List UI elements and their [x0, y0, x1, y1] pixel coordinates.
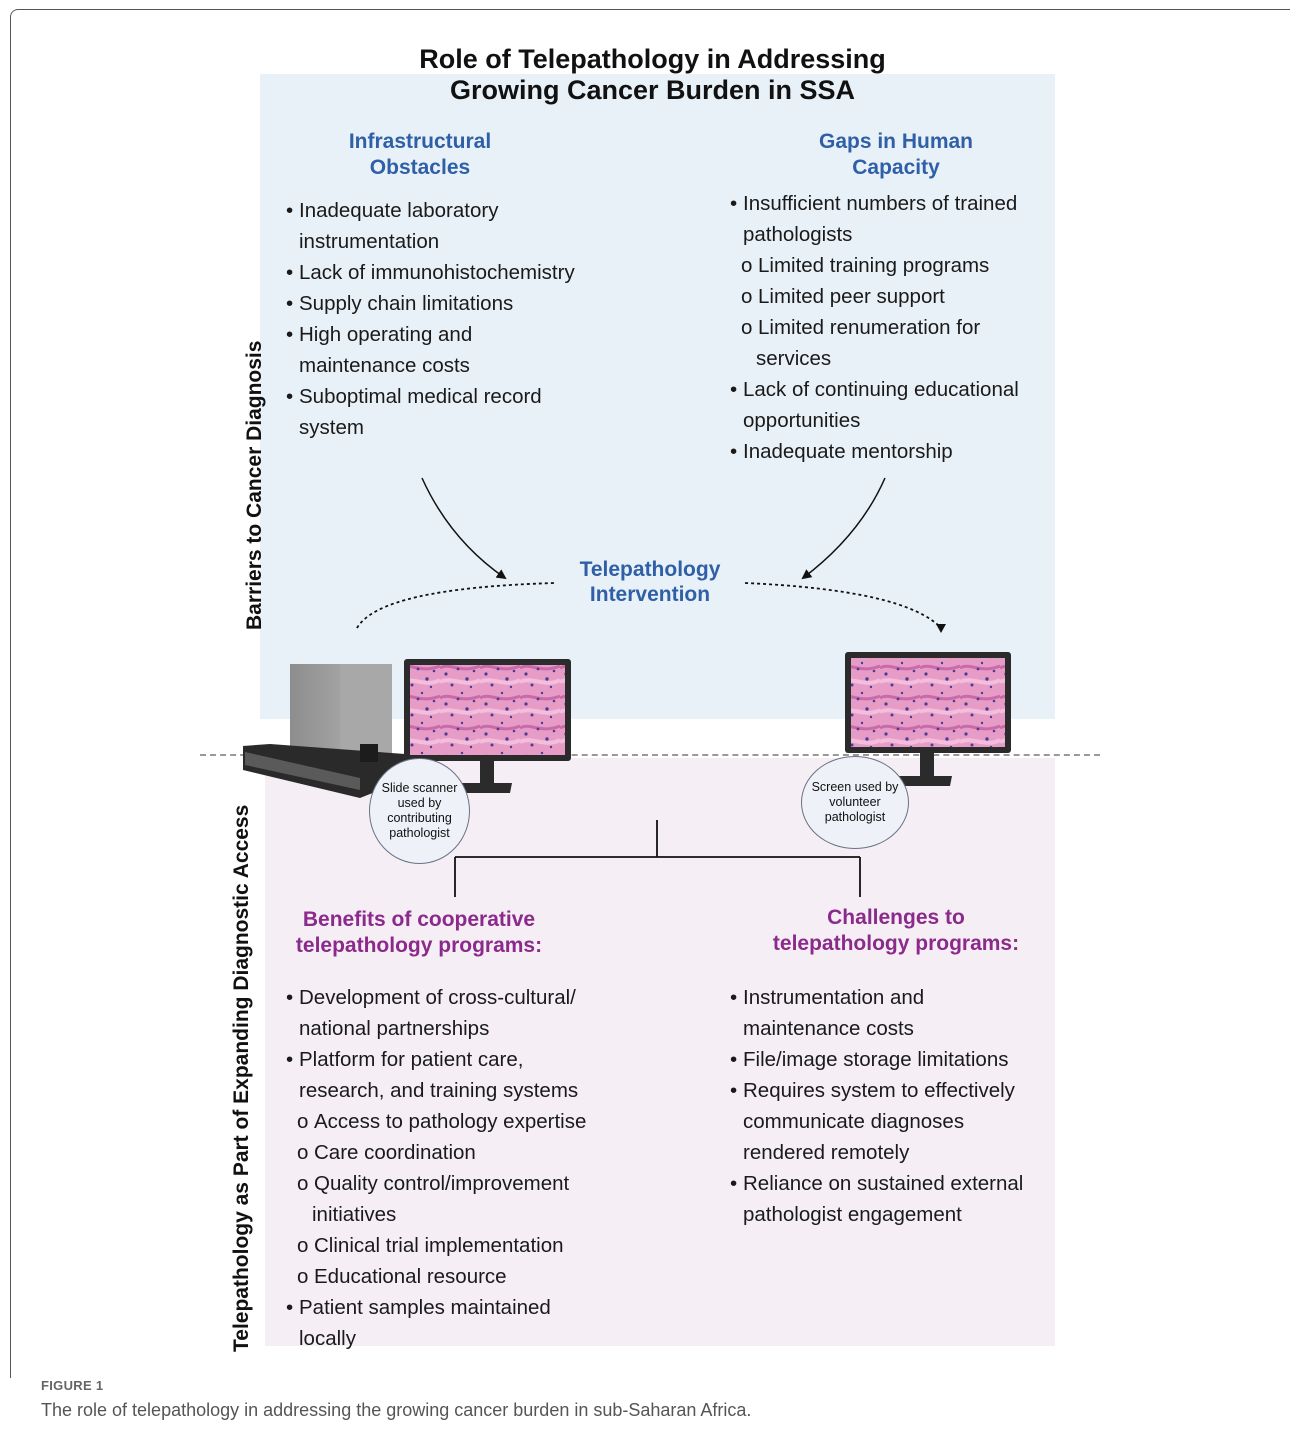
- list-item: High operating and maintenance costs: [286, 319, 499, 381]
- list-item: Insufficient numbers of trained patholog…: [730, 188, 1045, 250]
- list-item: Supply chain limitations: [286, 288, 586, 319]
- list-item: Lack of continuing educational opportuni…: [730, 374, 1045, 436]
- sub-item-text: Clinical trial implementation: [314, 1234, 564, 1257]
- sub-item-text: Care coordination: [314, 1141, 476, 1164]
- human-capacity-heading: Gaps in Human Capacity: [776, 129, 1016, 181]
- sub-item-text: Limited training programs: [758, 254, 990, 277]
- title-line-1: Role of Telepathology in Addressing: [419, 44, 886, 74]
- list-item: Patient samples maintained locally: [286, 1292, 584, 1354]
- obstacles-arrow: [421, 477, 507, 580]
- list-item: Platform for patient care, research, and…: [286, 1044, 599, 1106]
- sub-item-text: Limited peer support: [758, 285, 945, 308]
- figure-title: Role of Telepathology in Addressing Grow…: [330, 44, 975, 106]
- human-capacity-heading-line-2: Capacity: [852, 156, 940, 179]
- screen-caption-bubble: Screen used by volunteer pathologist: [801, 756, 909, 849]
- contributing-monitor-icon: [404, 659, 571, 793]
- branch-connector: [454, 820, 861, 897]
- sub-item-text: Access to pathology expertise: [314, 1110, 587, 1133]
- figure-caption: The role of telepathology in addressing …: [41, 1400, 752, 1420]
- list-item: Reliance on sustained external pathologi…: [730, 1168, 1048, 1230]
- section-divider: [200, 754, 1100, 756]
- intervention-line-1: Telepathology: [579, 558, 721, 581]
- intervention-line-2: Intervention: [589, 583, 711, 606]
- benefits-heading-line-1: Benefits of cooperative: [302, 908, 536, 931]
- list-item: Requires system to effectively communica…: [730, 1075, 1043, 1168]
- slide-scanner-icon: [243, 664, 405, 798]
- intervention-label: Telepathology Intervention: [555, 557, 745, 607]
- infrastructural-heading: Infrastructural Obstacles: [300, 129, 540, 181]
- challenges-heading: Challenges to telepathology programs:: [757, 905, 1035, 957]
- list-item: Inadequate laboratory instrumentation: [286, 195, 586, 257]
- challenges-heading-line-2: telepathology programs:: [772, 932, 1020, 955]
- figure-frame: [10, 9, 1290, 1378]
- list-item: Lack of immunohistochemistry: [286, 257, 586, 288]
- sub-item-text: Educational resource: [314, 1265, 507, 1288]
- list-item: Development of cross-cultural/ national …: [286, 982, 609, 1044]
- benefits-list: Development of cross-cultural/ national …: [286, 982, 606, 1354]
- infrastructural-list: Inadequate laboratory instrumentation La…: [286, 195, 586, 443]
- infrastructural-heading-line-1: Infrastructural: [348, 130, 492, 153]
- benefits-heading: Benefits of cooperative telepathology pr…: [280, 907, 558, 959]
- figure-label: FIGURE 1: [41, 1378, 104, 1393]
- challenges-list: Instrumentation and maintenance costs Fi…: [730, 982, 1040, 1230]
- benefits-heading-line-2: telepathology programs:: [295, 934, 543, 957]
- challenges-heading-line-1: Challenges to: [827, 906, 965, 929]
- capacity-arrow: [801, 477, 886, 580]
- list-item: Inadequate mentorship: [730, 436, 1045, 467]
- sub-item-text: Quality control/improvement: [314, 1172, 570, 1195]
- human-capacity-heading-line-1: Gaps in Human: [818, 130, 974, 153]
- intervention-dotted-arc: [356, 582, 942, 629]
- dotted-arc-arrowhead: [936, 624, 946, 633]
- sub-item-text-continued: initiatives: [312, 1203, 397, 1226]
- human-capacity-list: Insufficient numbers of trained patholog…: [730, 188, 1045, 467]
- list-item: Suboptimal medical record system: [286, 381, 574, 443]
- infrastructural-heading-line-2: Obstacles: [369, 156, 471, 179]
- sub-item-text: Limited renumeration for: [758, 316, 981, 339]
- scanner-caption-bubble: Slide scanner used by contributing patho…: [369, 758, 470, 864]
- list-item: Instrumentation and maintenance costs: [730, 982, 958, 1044]
- sub-item-text-continued: services: [756, 347, 832, 370]
- title-line-2: Growing Cancer Burden in SSA: [449, 75, 856, 105]
- volunteer-monitor-icon: [845, 652, 1011, 786]
- list-item: File/image storage limitations: [730, 1044, 1040, 1075]
